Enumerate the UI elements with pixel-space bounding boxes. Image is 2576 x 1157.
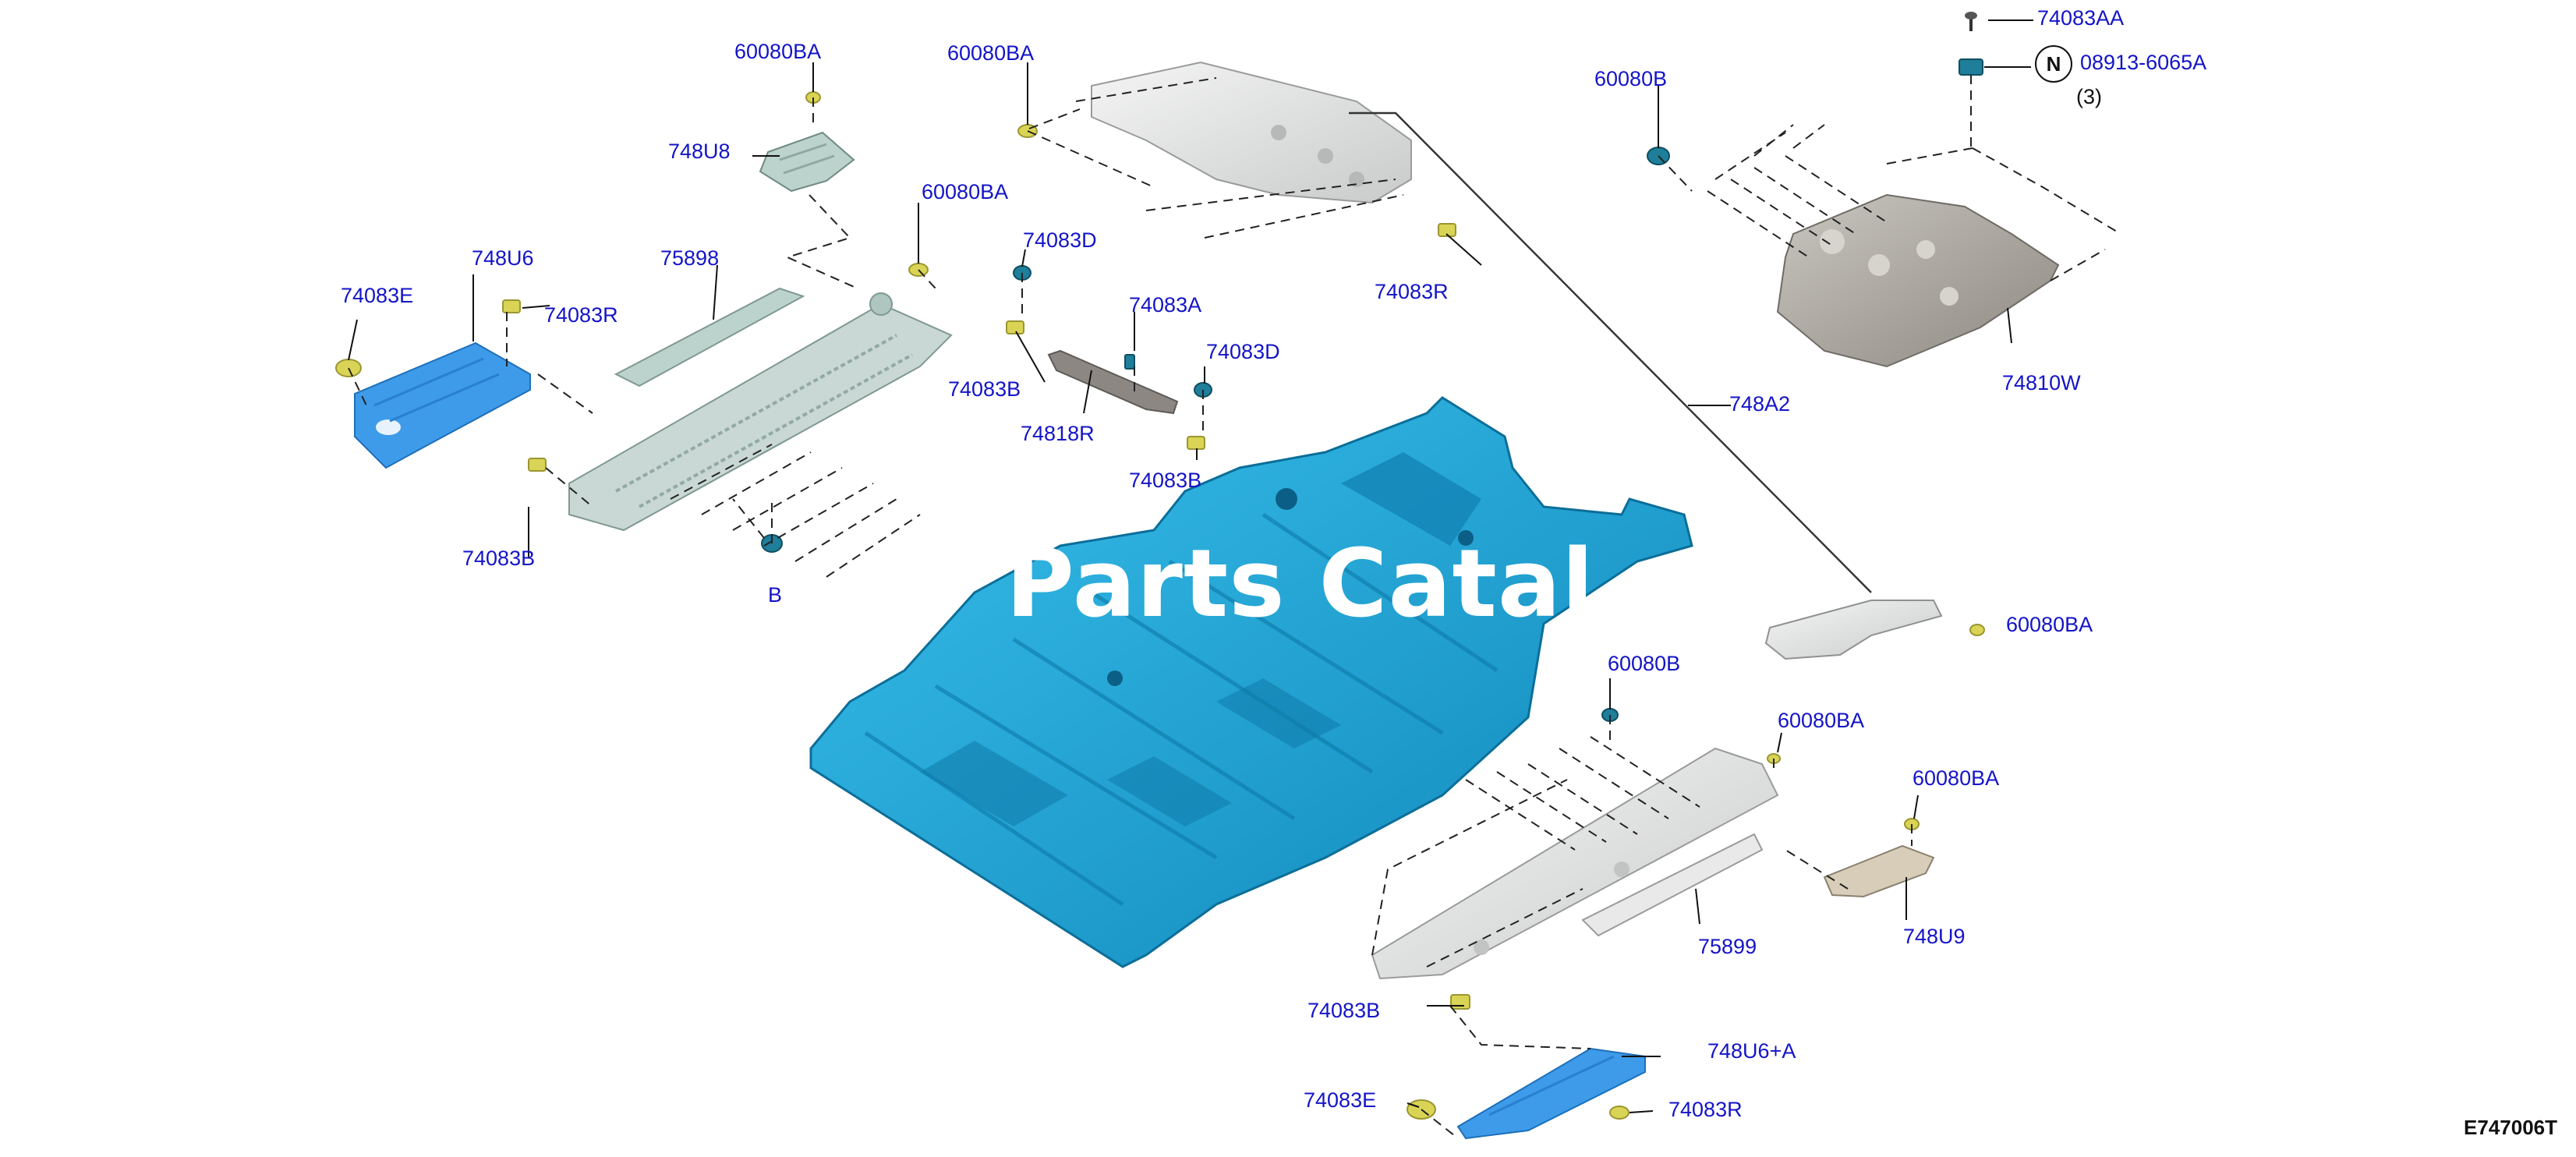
label-748U6: 748U6: [472, 246, 534, 270]
label-quantity: (3): [2076, 85, 2102, 108]
label-74083D-1: 74083D: [1023, 228, 1097, 252]
label-74083B-bottom: 74083B: [1307, 999, 1381, 1022]
label-74083AA: 74083AA: [2037, 6, 2125, 30]
part-silver-shield-top: [1091, 61, 1412, 204]
label-74818R: 74818R: [1021, 422, 1095, 445]
floor-pan: [809, 396, 1693, 968]
label-60080BA-low1: 60080BA: [1778, 709, 1865, 732]
label-60080B-low: 60080B: [1608, 652, 1681, 675]
note-circle-n: N: [2035, 45, 2072, 83]
label-60080BA-top2: 60080BA: [947, 41, 1035, 65]
part-748U6: [354, 341, 531, 469]
label-748U6A: 748U6+A: [1707, 1039, 1796, 1063]
label-60080BA-top1: 60080BA: [734, 40, 822, 63]
label-60080B-right: 60080B: [1594, 67, 1668, 90]
label-74083B-left: 74083B: [948, 377, 1021, 401]
label-748U8: 748U8: [668, 140, 731, 163]
part-75899: [1371, 747, 1779, 980]
part-748U6A: [1456, 1047, 1646, 1140]
label-74083A: 74083A: [1129, 293, 1202, 317]
label-74083E-left: 74083E: [341, 284, 414, 307]
watermark: Parts Catal: [1006, 530, 1594, 639]
label-74083E-bottom: 74083E: [1304, 1088, 1377, 1112]
label-leaders: [348, 19, 2033, 1113]
label-08913-6065A: 08913-6065A: [2080, 51, 2207, 74]
drawing-code: E747006T: [2464, 1116, 2557, 1139]
label-748U9: 748U9: [1903, 925, 1966, 948]
part-74818R: [1047, 349, 1179, 415]
part-748U9: [1823, 844, 1935, 898]
part-748U8: [759, 131, 855, 193]
label-60080BA-mid: 60080BA: [922, 180, 1009, 203]
fasteners: [335, 12, 1985, 1120]
label-74810W: 74810W: [2002, 371, 2081, 395]
label-60080BA-low2: 60080BA: [1913, 766, 2000, 790]
part-748A2: [1764, 600, 1943, 660]
label-74083B-mid: 74083B: [1129, 469, 1202, 492]
label-74083D-2: 74083D: [1206, 340, 1280, 363]
label-74083R-top: 74083R: [1375, 280, 1449, 303]
assembly-dashed-lines: [348, 75, 2121, 1139]
label-74083R-left: 74083R: [544, 303, 618, 327]
label-75898: 75898: [660, 246, 720, 270]
label-74083B-lowleft: 74083B: [462, 547, 536, 570]
label-60080BA-side: 60080BA: [2006, 613, 2093, 636]
label-748A2: 748A2: [1729, 392, 1791, 416]
label-75899: 75899: [1698, 935, 1757, 958]
label-60080B-lowleft: B: [768, 583, 783, 607]
part-74810W: [1776, 193, 2060, 368]
leader-748A2: [1349, 111, 1872, 593]
label-74083R-bottom: 74083R: [1668, 1098, 1743, 1121]
part-75898: [568, 287, 953, 532]
